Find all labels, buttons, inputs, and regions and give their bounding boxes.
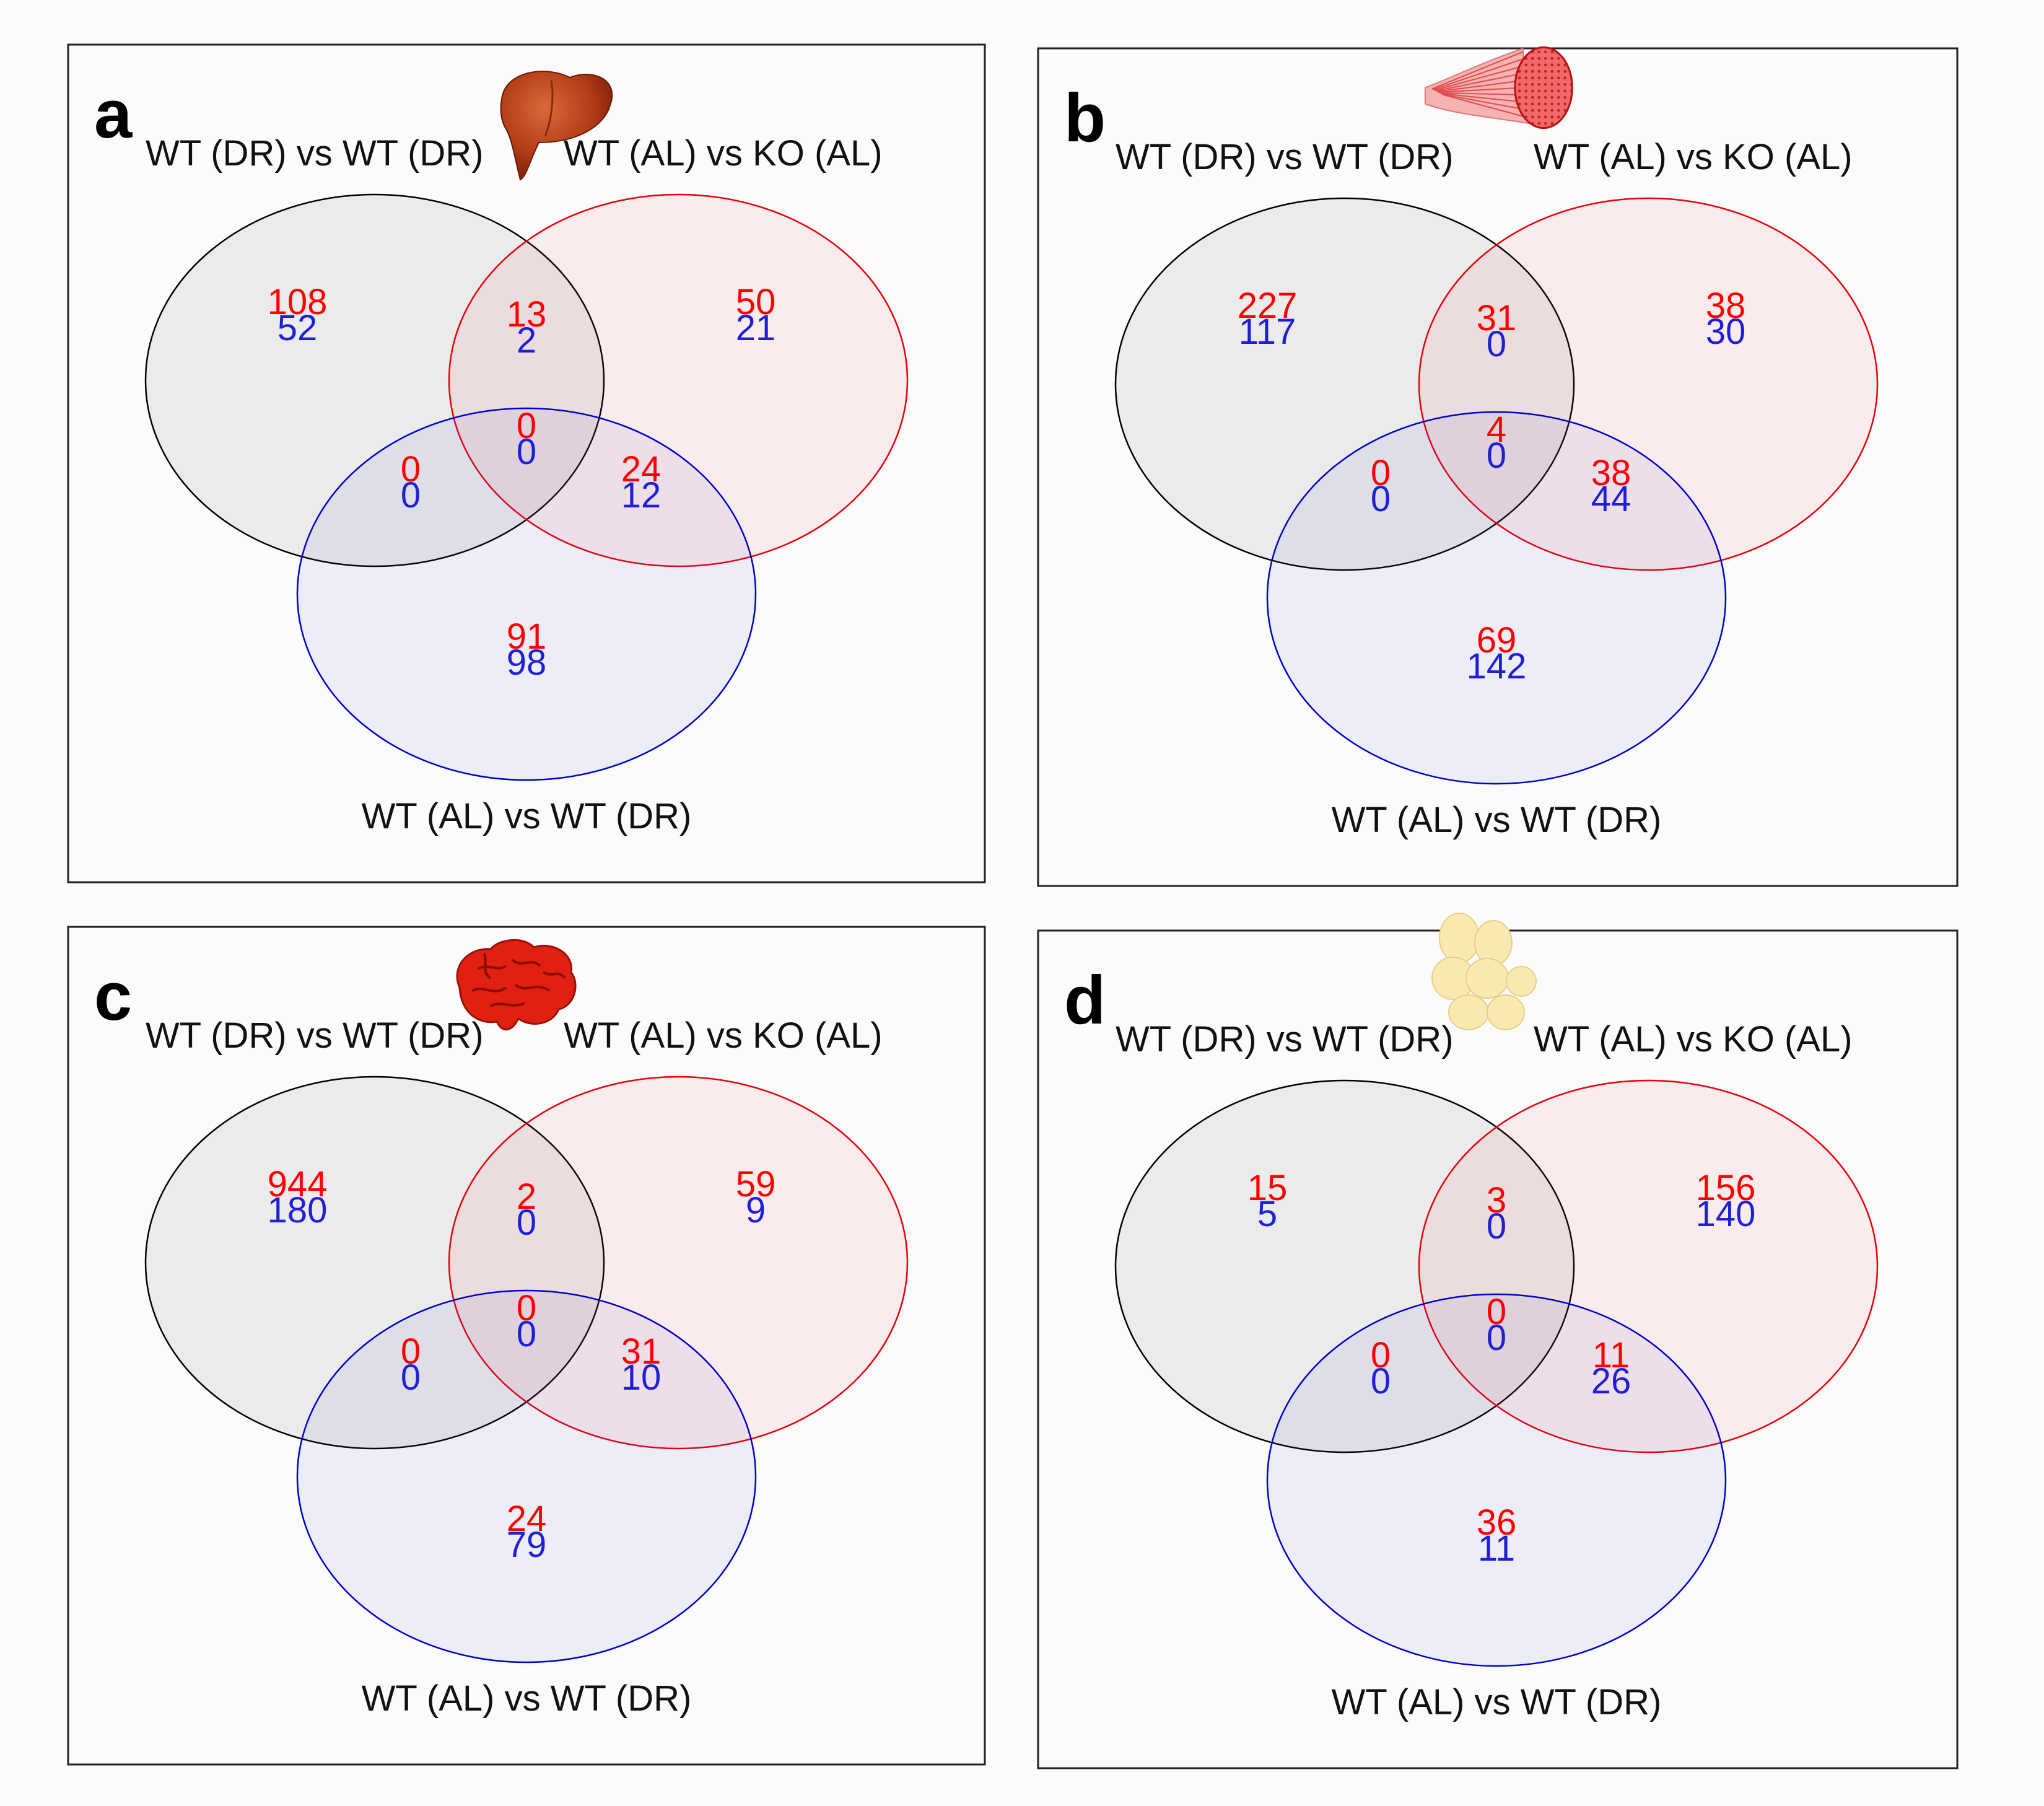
count-down-bottom-only: 79 [507,1525,547,1565]
set-label-bottom: WT (AL) vs WT (DR) [1332,1682,1662,1722]
count-up-bottom-only: 24 [507,1499,547,1539]
count-up-left-only: 15 [1247,1168,1288,1208]
set-label-left: WT (DR) vs WT (DR) [1116,1019,1454,1059]
set-label-right: WT (AL) vs KO (AL) [564,133,883,173]
set-label-right: WT (AL) vs KO (AL) [1534,1019,1853,1059]
count-up-center: 0 [517,1288,536,1328]
count-down-center: 0 [517,432,536,472]
count-up-left-bottom: 0 [401,449,421,489]
count-up-center: 0 [1487,1292,1506,1332]
count-down-bottom-only: 142 [1467,646,1527,686]
count-down-bottom-only: 98 [507,642,547,683]
set-ellipse-right [1418,197,1879,571]
panel-c: c WT (DR) vs WT (DR) WT (AL) vs KO (AL) WT … [67,926,986,1766]
count-up-left-only: 227 [1238,286,1298,326]
count-up-left-bottom: 0 [401,1331,421,1372]
count-up-right-bottom: 11 [1592,1335,1630,1375]
count-up-left-right: 2 [517,1177,536,1217]
count-up-center: 4 [1487,410,1506,450]
fat-cells-icon [1431,913,1537,1030]
panel-frame [67,43,986,883]
count-down-center: 0 [1487,1318,1506,1358]
count-up-bottom-only: 91 [507,616,547,657]
count-up-left-right: 3 [1487,1180,1506,1221]
count-down-right-only: 9 [746,1190,766,1230]
count-down-center: 0 [1487,436,1506,476]
count-down-left-right: 0 [1487,1206,1506,1247]
count-up-right-only: 50 [736,282,776,322]
count-down-left-only: 5 [1257,1194,1277,1234]
count-down-left-right: 0 [1487,324,1506,364]
count-up-left-only: 108 [268,282,328,322]
panel-letter: b [1064,80,1106,156]
set-ellipse-bottom [296,1289,757,1664]
set-ellipse-bottom [1266,1293,1727,1667]
count-up-right-bottom: 38 [1591,453,1631,493]
count-up-right-only: 156 [1696,1168,1756,1208]
count-down-right-bottom: 12 [621,475,662,515]
set-label-left: WT (DR) vs WT (DR) [146,133,484,173]
count-down-right-bottom: 44 [1591,479,1631,519]
count-up-bottom-only: 36 [1477,1502,1517,1543]
count-down-bottom-only: 11 [1478,1528,1515,1569]
count-up-left-bottom: 0 [1371,1335,1391,1375]
panel-letter: d [1064,962,1106,1038]
count-down-center: 0 [517,1314,536,1354]
count-down-right-only: 30 [1706,312,1746,352]
panel-frame [67,926,986,1766]
count-down-left-bottom: 0 [1371,1361,1391,1401]
count-up-left-right: 31 [1477,298,1517,338]
count-down-left-bottom: 0 [401,475,421,515]
count-up-right-bottom: 31 [621,1331,662,1372]
count-down-left-bottom: 0 [401,1357,421,1398]
set-label-right: WT (AL) vs KO (AL) [1534,137,1853,177]
count-up-left-right: 13 [507,294,547,335]
set-ellipse-left [144,1076,605,1450]
panel-a: a WT (DR) vs WT (DR) WT (AL) vs KO (AL) WT … [67,43,986,883]
count-up-left-bottom: 0 [1371,453,1391,493]
set-label-right: WT (AL) vs KO (AL) [564,1015,883,1056]
set-ellipse-left [1114,197,1575,571]
count-down-left-only: 180 [268,1190,328,1230]
set-ellipse-right [448,1076,909,1450]
count-up-right-bottom: 24 [621,449,662,489]
count-down-left-bottom: 0 [1371,479,1391,519]
panel-letter: c [94,958,132,1035]
set-label-bottom: WT (AL) vs WT (DR) [1332,800,1662,840]
brain-icon [456,939,577,1030]
muscle-icon [1424,46,1573,129]
set-label-left: WT (DR) vs WT (DR) [146,1015,484,1056]
count-down-right-bottom: 26 [1591,1361,1631,1401]
count-down-right-only: 21 [736,308,776,348]
count-up-right-only: 59 [736,1164,776,1204]
set-ellipse-bottom [296,407,757,781]
liver-icon [500,71,613,181]
count-down-left-right: 0 [517,1203,536,1243]
count-down-left-only: 117 [1239,312,1296,352]
count-up-bottom-only: 69 [1477,620,1517,660]
set-label-bottom: WT (AL) vs WT (DR) [362,796,692,836]
panel-d: dWT (DR) vs WT (DR) WT (AL) vs KO (AL) WT … [1037,913,1959,1769]
panel-letter: a [94,76,133,152]
set-ellipse-bottom [1266,411,1727,785]
set-ellipse-right [1418,1079,1879,1453]
panel-frame [1037,47,1959,887]
count-down-right-bottom: 10 [621,1357,662,1398]
count-down-right-only: 140 [1696,1194,1756,1234]
set-label-left: WT (DR) vs WT (DR) [1116,137,1454,177]
set-label-bottom: WT (AL) vs WT (DR) [362,1678,692,1719]
count-up-left-only: 944 [268,1164,328,1204]
count-up-center: 0 [517,406,536,446]
set-ellipse-left [144,193,605,568]
set-ellipse-left [1114,1079,1575,1453]
set-ellipse-right [448,193,909,568]
count-up-right-only: 38 [1706,286,1746,326]
count-down-left-right: 2 [517,320,536,361]
count-down-left-only: 52 [277,308,318,348]
panel-b: bWT (DR) vs WT (DR) WT (AL) vs KO (AL) WT … [1037,46,1959,887]
